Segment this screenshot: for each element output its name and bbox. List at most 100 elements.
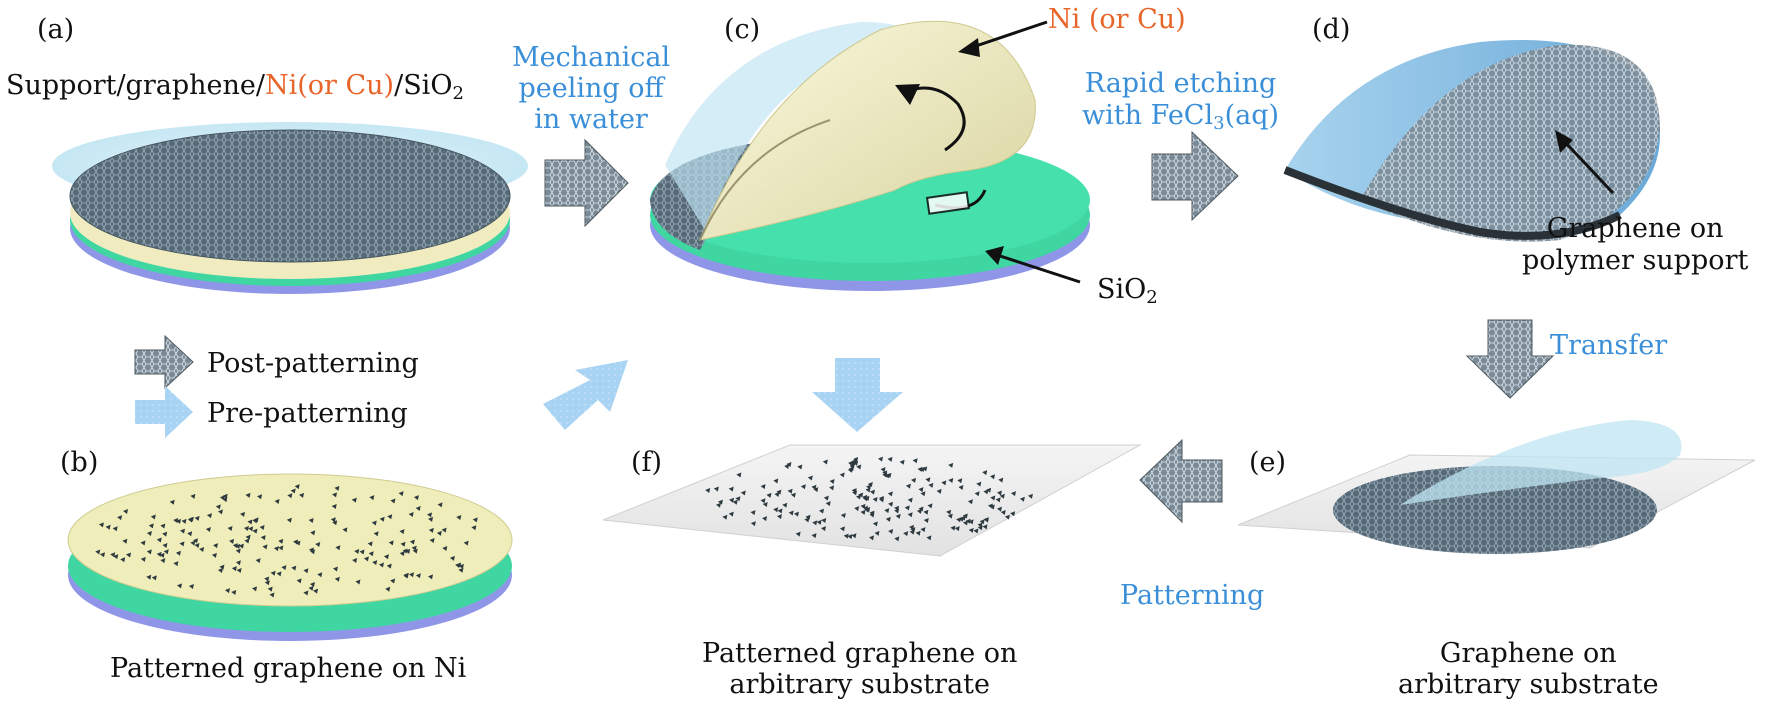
pattern-hole — [967, 499, 973, 505]
pattern-hole — [800, 484, 806, 490]
pattern-hole — [866, 484, 872, 490]
pattern-hole — [853, 460, 859, 466]
pattern-hole — [983, 489, 989, 495]
pattern-hole — [252, 586, 258, 592]
panel-label-d: (d) — [1312, 14, 1351, 45]
pattern-hole — [122, 538, 128, 544]
pattern-hole — [408, 511, 414, 517]
pattern-hole — [194, 542, 200, 548]
pattern-hole — [954, 526, 960, 532]
pattern-hole — [287, 493, 293, 499]
pattern-hole — [190, 540, 196, 546]
pattern-hole — [270, 570, 276, 576]
pattern-hole — [387, 514, 393, 520]
pattern-hole — [206, 513, 212, 519]
pattern-hole — [267, 586, 273, 592]
pattern-hole — [245, 534, 251, 540]
pattern-hole — [403, 572, 409, 578]
pattern-hole — [369, 495, 375, 501]
pattern-hole — [371, 520, 377, 526]
pattern-hole — [960, 515, 966, 521]
pattern-hole — [853, 457, 859, 463]
pattern-hole — [405, 548, 411, 554]
pattern-hole — [863, 505, 869, 511]
pattern-hole — [941, 480, 947, 486]
pattern-hole — [222, 493, 228, 499]
pattern-hole — [958, 484, 964, 490]
pattern-hole — [956, 517, 962, 523]
pattern-hole — [820, 526, 826, 532]
pattern-hole — [990, 495, 996, 501]
pattern-hole — [379, 516, 385, 522]
pattern-hole — [117, 515, 123, 521]
pattern-hole — [909, 529, 915, 535]
legend-post-label: Post-patterning — [207, 348, 419, 379]
pattern-hole — [126, 552, 132, 558]
wafer-stack-a — [52, 122, 528, 294]
pattern-hole — [334, 576, 340, 582]
pattern-hole — [330, 517, 336, 523]
pattern-hole — [872, 497, 878, 503]
pattern-hole — [915, 530, 921, 536]
pattern-hole — [880, 467, 886, 473]
pattern-hole — [472, 517, 478, 523]
pattern-hole — [895, 513, 901, 519]
pattern-hole — [151, 575, 157, 581]
pattern-hole — [412, 548, 418, 554]
pattern-hole — [363, 556, 369, 562]
pattern-hole — [977, 522, 983, 528]
pattern-hole — [705, 488, 711, 494]
pattern-hole — [847, 467, 853, 473]
pattern-hole — [199, 547, 205, 553]
pattern-hole — [918, 487, 924, 493]
pattern-hole — [996, 506, 1002, 512]
pattern-hole — [235, 543, 241, 549]
pattern-hole — [213, 543, 219, 549]
pattern-hole — [982, 524, 988, 530]
pattern-hole — [839, 472, 845, 478]
pattern-hole — [428, 527, 434, 533]
pattern-hole — [776, 514, 782, 520]
pattern-hole — [894, 508, 900, 514]
pattern-hole — [948, 462, 954, 468]
pattern-hole — [1019, 496, 1025, 502]
pattern-hole — [296, 578, 302, 584]
pattern-hole — [378, 562, 384, 568]
pattern-hole — [415, 505, 421, 511]
pattern-hole — [442, 545, 448, 551]
pattern-hole — [715, 502, 721, 508]
pattern-hole — [359, 549, 365, 555]
pattern-hole — [399, 529, 405, 535]
pattern-hole — [427, 512, 433, 518]
pattern-hole — [1000, 510, 1006, 516]
panel-label-c: (c) — [724, 14, 761, 45]
pattern-hole — [219, 564, 225, 570]
pattern-hole — [456, 514, 462, 520]
substrate-e — [1237, 420, 1756, 554]
pattern-hole — [227, 526, 233, 532]
pattern-hole — [923, 509, 929, 515]
substrate-label: SiO2 — [1097, 274, 1158, 308]
pattern-hole — [762, 516, 768, 522]
pattern-hole — [175, 550, 181, 556]
pattern-hole — [784, 463, 790, 469]
step-patterning-label: Patterning — [1120, 580, 1265, 611]
pattern-hole — [373, 531, 379, 537]
pattern-hole — [887, 456, 893, 462]
legend-pre-label: Pre-patterning — [207, 398, 408, 429]
pattern-hole — [867, 481, 873, 487]
pattern-hole — [335, 545, 341, 551]
pattern-hole — [840, 512, 846, 518]
pattern-hole — [180, 528, 186, 534]
pattern-hole — [920, 527, 926, 533]
pattern-hole — [190, 493, 196, 499]
pattern-hole — [390, 578, 396, 584]
pattern-hole — [760, 498, 766, 504]
pattern-hole — [829, 479, 835, 485]
pattern-hole — [851, 533, 857, 539]
pattern-hole — [310, 530, 316, 536]
pattern-hole — [777, 508, 783, 514]
pattern-hole — [805, 514, 811, 520]
pattern-hole — [973, 528, 979, 534]
